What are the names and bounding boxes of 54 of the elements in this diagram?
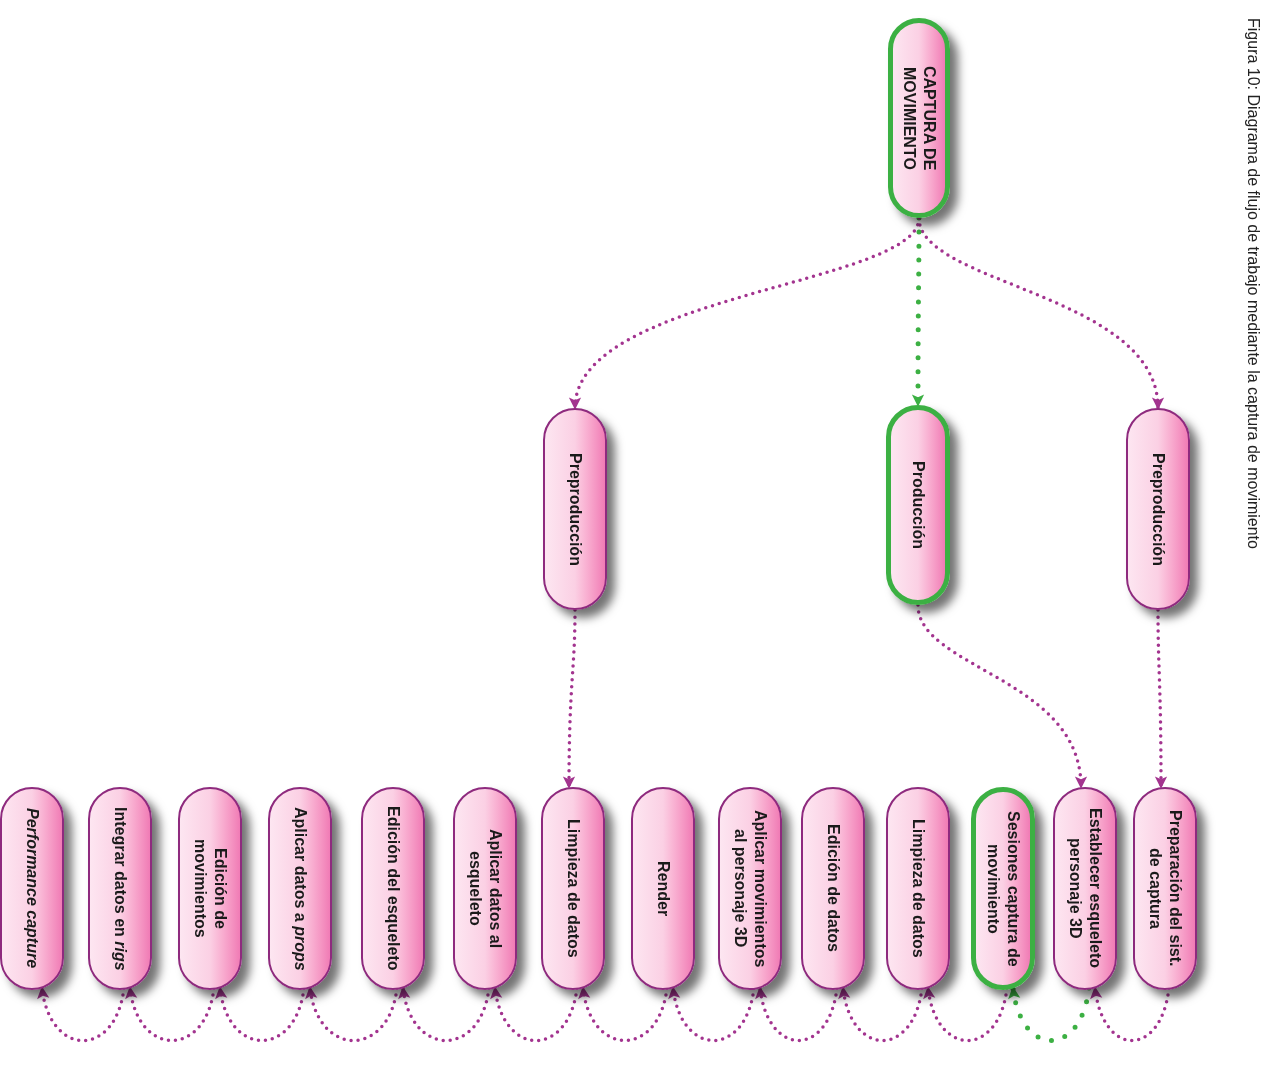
process-pill	[178, 787, 242, 990]
arrow	[838, 986, 924, 1043]
step-label: Render	[654, 860, 673, 917]
process-pill	[453, 787, 517, 990]
arrow	[755, 986, 839, 1043]
arrow	[399, 986, 491, 1043]
figure-caption: Figura 10: Diagrama de flujo de trabajo mediante la captura de movimiento	[1244, 18, 1263, 549]
process-pill	[361, 787, 425, 990]
process-pill	[0, 787, 64, 990]
arrow	[1154, 608, 1168, 789]
step-label: Preproducción	[1149, 452, 1168, 566]
process-pill	[886, 405, 950, 605]
process-pill	[88, 787, 152, 990]
process-pill	[718, 787, 782, 990]
step-label: CAPTURA DE MOVIMIENTO	[900, 64, 939, 173]
arrow	[126, 986, 216, 1043]
process-pill	[543, 408, 607, 610]
step-label: Limpieza de datos	[564, 819, 583, 958]
process-pill	[1133, 787, 1197, 990]
step-label: Edición de datos	[824, 824, 843, 953]
arrow	[1008, 985, 1092, 1043]
process-pill	[1126, 408, 1190, 610]
step-label: Producción	[909, 461, 928, 549]
arrow	[916, 603, 1086, 789]
arrow	[38, 986, 126, 1043]
process-pill	[268, 787, 332, 990]
process-pill	[886, 787, 950, 990]
arrow	[491, 986, 579, 1043]
process-pill	[888, 18, 950, 218]
arrow	[562, 608, 577, 789]
arrow	[669, 986, 756, 1043]
process-pill	[801, 787, 865, 990]
process-pill	[971, 787, 1035, 990]
step-label: Edición de movimientos	[191, 838, 230, 940]
step-label: Preproducción	[566, 452, 585, 566]
step-label: Aplicar movimientos al personaje 3D	[731, 808, 770, 970]
arrow	[1090, 986, 1171, 1043]
arrow	[306, 986, 399, 1043]
step-label: Performance capture	[23, 808, 42, 969]
step-label: Sesiones captura de movimiento	[984, 809, 1023, 969]
arrow	[216, 986, 306, 1043]
process-pill	[541, 787, 605, 990]
arrow	[571, 216, 921, 410]
step-label: Integrar datos en rigs	[111, 806, 130, 971]
process-pill	[1053, 787, 1117, 990]
step-label: Limpieza de datos	[909, 819, 928, 958]
step-label: Aplicar datos al esqueleto	[466, 827, 505, 951]
step-label: Edición del esqueleto	[384, 806, 403, 971]
step-label: Preparación del sist. de captura	[1146, 809, 1185, 969]
arrow	[579, 986, 669, 1043]
step-label: Establecer esqueleto personaje 3D	[1066, 807, 1105, 971]
arrow	[923, 986, 1009, 1043]
step-label: Aplicar datos a props	[291, 806, 310, 971]
process-pill	[631, 787, 695, 990]
